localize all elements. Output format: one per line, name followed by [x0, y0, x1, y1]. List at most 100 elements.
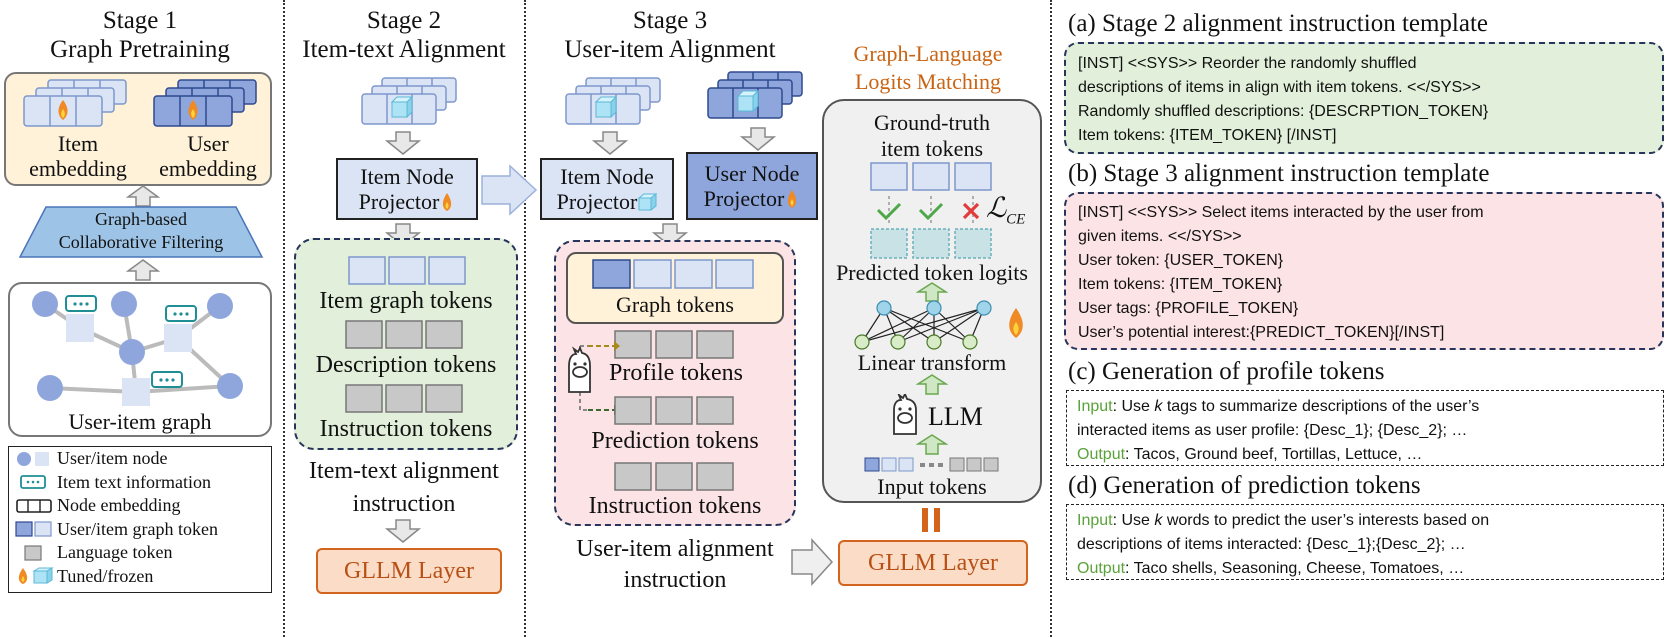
input-tokens-label: Input tokens: [877, 474, 987, 499]
item-embedding-cube-stack-icon: [361, 77, 457, 125]
graph-token-icon: [15, 521, 52, 537]
stage2-title-line1: Stage 2: [366, 7, 442, 34]
item-graph-tokens-label: Item graph tokens: [319, 288, 493, 314]
legend-label: User/item node: [57, 448, 168, 468]
gllm-layer-stage3: GLLM Layer: [838, 540, 1028, 586]
projector-line2: Projector: [556, 189, 638, 214]
matching-title-line1: Graph-Language: [853, 41, 1003, 66]
template-b-panel: [INST] <<SYS>> Select items interacted b…: [1064, 192, 1664, 350]
cf-label-line2: Collaborative Filtering: [58, 232, 224, 252]
template-d-title: (d) Generation of prediction tokens: [1068, 472, 1421, 499]
predicted-logit-row: [870, 228, 992, 259]
stage3-title-line2: User-item Alignment: [564, 36, 776, 63]
user-embedding-stack-icon: [153, 79, 257, 127]
legend-row-text-info: Item text information: [9, 471, 271, 495]
fire-icon: [788, 189, 797, 208]
fire-icon: [443, 192, 452, 211]
loss-label: ℒCE: [986, 194, 1025, 235]
user-embedding-label: User embedding: [159, 131, 257, 181]
down-arrow-icon: [740, 127, 776, 151]
right-arrow-icon: [481, 164, 538, 216]
template-a-title: (a) Stage 2 alignment instruction templa…: [1068, 10, 1489, 37]
projector-line1: Item Node: [360, 164, 454, 189]
template-a-line: [INST] <<SYS>> Reorder the randomly shuf…: [1078, 55, 1417, 72]
node-embedding-icon: [16, 498, 52, 513]
cf-trapezoid: [18, 206, 264, 258]
legend-row-node: User/item node: [9, 447, 271, 471]
stage2-title: Stage 2 Item-text Alignment: [286, 6, 522, 64]
template-a-line: descriptions of items in align with item…: [1078, 79, 1481, 96]
item-embedding-label: Item embedding: [29, 131, 127, 181]
input-label: Input: [1077, 512, 1113, 529]
ice-cube-icon: [637, 192, 658, 211]
output-label: Output: [1077, 560, 1126, 577]
stage3-instruction-line2: instruction: [623, 567, 727, 593]
projector-line1: Item Node: [560, 164, 654, 189]
input-text: : Use: [1112, 512, 1155, 529]
instruction-token-row: [345, 384, 463, 413]
template-a-panel: [INST] <<SYS>> Reorder the randomly shuf…: [1064, 42, 1664, 154]
check-icon: [876, 202, 902, 221]
template-d-panel: Input: Use k words to predict the user’s…: [1066, 504, 1664, 580]
up-arrow-icon: [126, 185, 160, 207]
legend-label: Item text information: [57, 471, 211, 492]
linear-transform-network: [854, 300, 1023, 350]
predicted-logits-label: Predicted token logits: [836, 260, 1028, 285]
template-b-line: [INST] <<SYS>> Select items interacted b…: [1078, 204, 1484, 221]
cf-label-line1: Graph-based: [95, 209, 187, 229]
stage2-instruction-line2: instruction: [352, 491, 456, 517]
user-item-graph-label: User-item graph: [68, 409, 212, 434]
template-b-title: (b) Stage 3 alignment instruction templa…: [1068, 160, 1490, 187]
loss-subscript: CE: [1006, 211, 1026, 228]
down-arrow-icon: [592, 131, 628, 155]
stage1-title-line2: Graph Pretraining: [50, 36, 230, 63]
legend-label: Node embedding: [57, 495, 181, 515]
legend-label: Tuned/frozen: [57, 565, 154, 586]
output-label: Output: [1077, 446, 1126, 463]
loss-symbol: ℒ: [986, 193, 1007, 224]
template-c-title: (c) Generation of profile tokens: [1068, 358, 1385, 385]
legend-label: Language token: [57, 542, 173, 562]
input-label: Input: [1077, 398, 1113, 415]
stage2-instruction-line1: Item-text alignment: [309, 458, 499, 484]
gllm-layer-stage2: GLLM Layer: [316, 548, 502, 594]
node-icon: [17, 451, 49, 466]
legend-row-tuned-frozen: Tuned/frozen: [9, 565, 271, 589]
stage1-title-line1: Stage 1: [102, 7, 178, 34]
item-graph-token-row: [348, 256, 466, 285]
separator-1: [283, 0, 285, 637]
projector-line1: User Node: [704, 161, 800, 186]
user-item-graph: [32, 291, 243, 406]
prediction-token-row: [614, 396, 734, 425]
graph-tokens-label: Graph tokens: [616, 292, 734, 317]
separator-2: [524, 0, 526, 637]
stage1-title: Stage 1 Graph Pretraining: [0, 6, 280, 64]
legend-label: User/item graph token: [57, 518, 218, 539]
input-text: tags to summarize descriptions of the us…: [1162, 398, 1480, 415]
profile-tokens-label: Profile tokens: [609, 360, 743, 386]
legend-row-graph-token: User/item graph token: [9, 518, 271, 542]
matching-title: Graph-Language Logits Matching: [826, 40, 1030, 96]
k-variable: k: [1154, 398, 1163, 415]
input-text: interacted items as user profile: {Desc_…: [1077, 422, 1468, 439]
item-node-projector-stage3: Item Node Projector: [540, 158, 674, 220]
description-token-row: [345, 320, 463, 349]
instruction-tokens-label: Instruction tokens: [319, 416, 493, 442]
user-node-projector-stage3: User Node Projector: [686, 152, 818, 220]
separator-3: [1050, 0, 1052, 637]
template-b-line: given items. <</SYS>>: [1078, 228, 1242, 245]
input-text: descriptions of items interacted: {Desc_…: [1077, 536, 1466, 553]
check-icon: [918, 202, 944, 221]
item-embedding-cube-stack-icon: [565, 77, 661, 125]
stage3-title: Stage 3 User-item Alignment: [540, 6, 800, 64]
stage3-instruction-line1: User-item alignment: [576, 536, 774, 562]
k-variable: k: [1154, 512, 1163, 529]
up-arrow-icon: [916, 434, 948, 455]
projector-line2: Projector: [703, 186, 785, 211]
instruction-tokens-label: Instruction tokens: [588, 493, 762, 519]
output-text: : Tacos, Ground beef, Tortillas, Lettuce…: [1125, 446, 1423, 463]
tuned-frozen-icon: [18, 567, 54, 585]
template-a-line: Randomly shuffled descriptions: {DESCRPT…: [1078, 103, 1489, 120]
stage2-title-line2: Item-text Alignment: [302, 36, 506, 63]
match-indicators: [876, 196, 980, 226]
